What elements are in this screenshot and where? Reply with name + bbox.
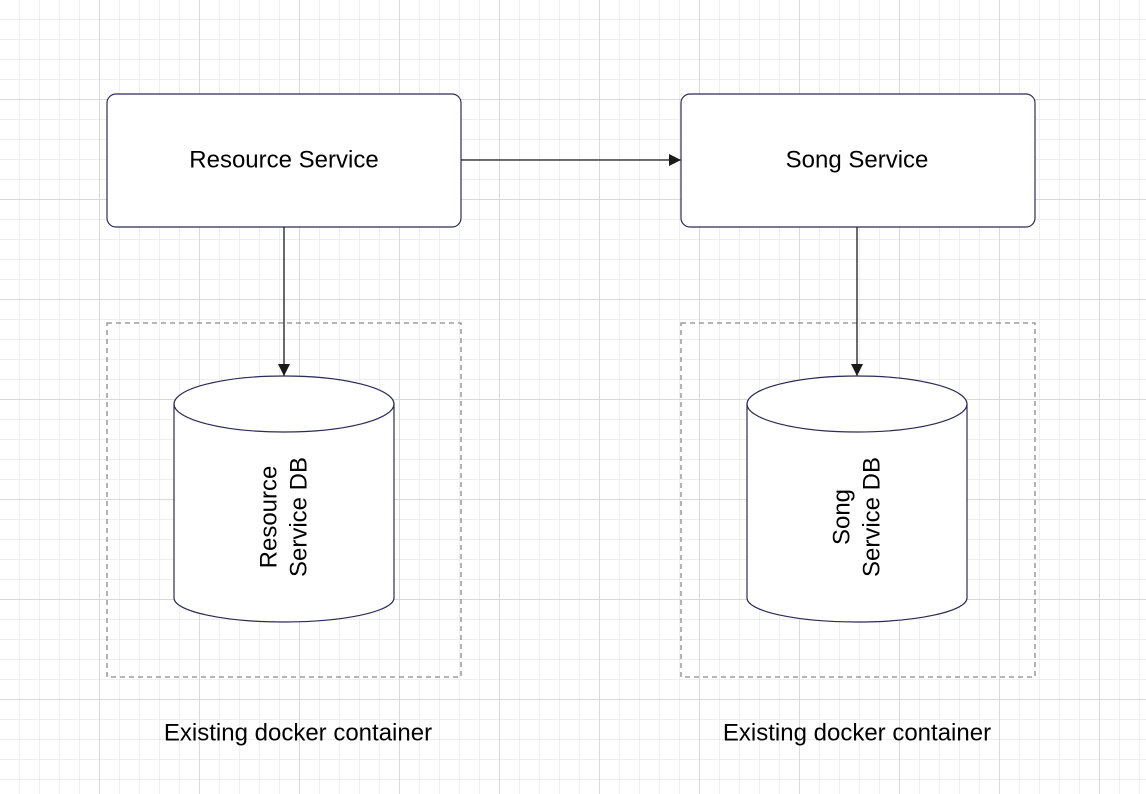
song-service-db-cylinder[interactable]: Song Service DB: [746, 375, 968, 623]
resource-service-label: Resource Service: [189, 147, 378, 174]
docker-container-song: [680, 322, 1036, 678]
song-db-label-line1: Song: [829, 489, 856, 545]
resource-container-caption: Existing docker container: [164, 720, 432, 747]
song-container-caption: Existing docker container: [723, 720, 991, 747]
song-service-node[interactable]: Song Service: [680, 93, 1036, 228]
resource-db-label-line2: Service DB: [286, 457, 313, 577]
song-db-label-line2: Service DB: [859, 457, 886, 577]
docker-container-resource: [106, 322, 462, 678]
resource-service-db-cylinder[interactable]: Resource Service DB: [173, 375, 395, 623]
resource-db-label-line1: Resource: [256, 466, 283, 569]
song-service-label: Song Service: [786, 147, 929, 174]
resource-service-node[interactable]: Resource Service: [106, 93, 462, 228]
